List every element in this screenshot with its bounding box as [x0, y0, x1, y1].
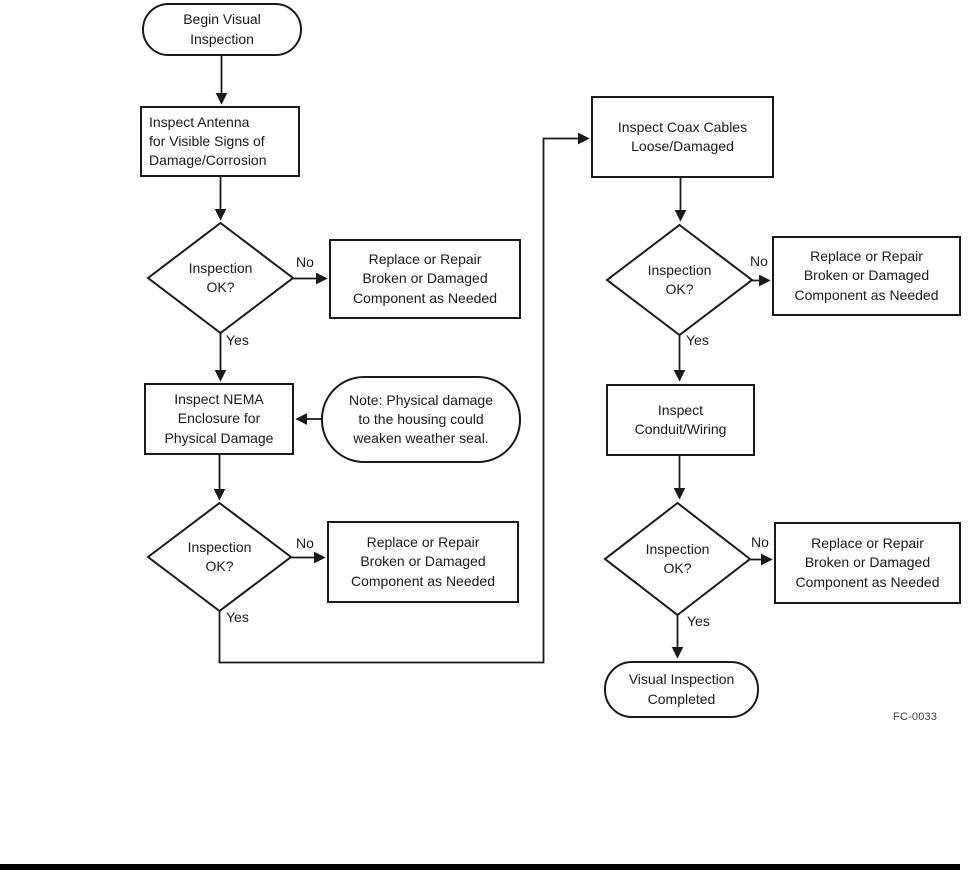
replace3-process-shape: [772, 236, 961, 316]
edge-decision2-yes-coax: [218, 132, 590, 664]
nema-process-shape: [144, 383, 294, 455]
decision1-yes-label: Yes: [226, 332, 249, 348]
decision2-diamond-shape: [146, 501, 293, 613]
antenna-process-shape: [140, 106, 300, 177]
replace2-process-shape: [327, 521, 519, 603]
decision2-yes-label: Yes: [226, 609, 249, 625]
replace1-process-shape: [329, 239, 521, 319]
decision1-no-label: No: [296, 254, 314, 270]
decision3-diamond-shape: [605, 223, 754, 337]
end-terminal-shape: [604, 661, 759, 718]
figure-code: FC-0033: [893, 711, 938, 723]
decision2-no-label: No: [296, 535, 314, 551]
decision1-diamond-shape: [146, 221, 295, 335]
decision3-yes-label: Yes: [686, 332, 709, 348]
decision3-no-label: No: [750, 253, 768, 269]
decision4-diamond-shape: [603, 501, 752, 617]
coax-process-shape: [591, 96, 774, 178]
note-annotation-shape: [321, 376, 521, 463]
bottom-rule: [0, 864, 960, 870]
decision4-yes-label: Yes: [687, 613, 710, 629]
start-terminal-shape: [142, 3, 302, 56]
decision4-no-label: No: [751, 534, 769, 550]
replace4-process-shape: [774, 522, 961, 604]
conduit-process-shape: [606, 384, 755, 456]
